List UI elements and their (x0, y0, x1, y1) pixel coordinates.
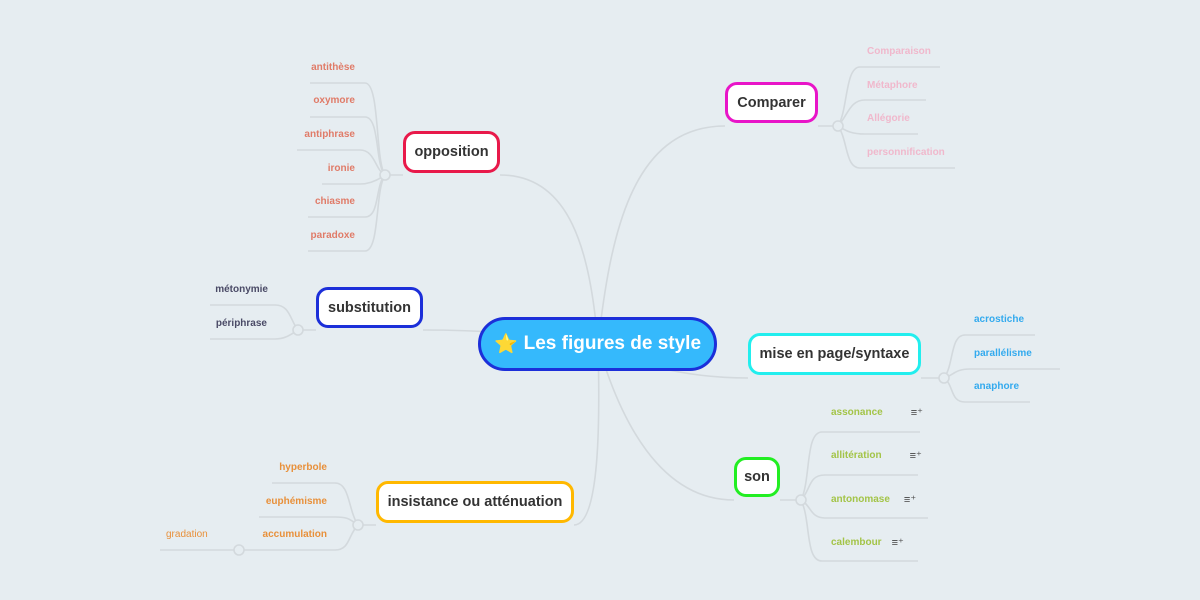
leaf-euphemisme[interactable]: euphémisme (265, 496, 327, 507)
leaf-metonymie[interactable]: métonymie (215, 284, 268, 295)
leaf-accumulation[interactable]: accumulation (262, 529, 327, 540)
central-topic[interactable]: ⭐ Les figures de style (478, 317, 717, 371)
leaf-hyperbole[interactable]: hyperbole (279, 462, 327, 473)
note-icon[interactable]: ≡⁺ (910, 407, 923, 419)
leaf-label: antonomase (831, 494, 890, 505)
leaf-oxymore[interactable]: oxymore (313, 95, 355, 106)
branch-knots (233, 120, 950, 556)
topic-substitution[interactable]: substitution (316, 287, 423, 328)
note-icon[interactable]: ≡⁺ (909, 450, 922, 462)
star-icon: ⭐ (493, 334, 518, 355)
leaf-allegorie[interactable]: Allégorie (867, 113, 910, 124)
leaf-paradoxe[interactable]: paradoxe (310, 230, 355, 241)
leaf-label: allitération (831, 450, 882, 461)
leaf-chiasme[interactable]: chiasme (314, 196, 355, 207)
leaf-acrostiche[interactable]: acrostiche (974, 314, 1025, 325)
leaf-assonance[interactable]: assonance ≡⁺ (831, 406, 923, 419)
leaf-label: calembour (831, 537, 882, 548)
leaf-antithese[interactable]: antithèse (311, 62, 355, 73)
note-icon[interactable]: ≡⁺ (891, 537, 904, 549)
topic-son[interactable]: son (734, 457, 780, 497)
leaf-anaphore[interactable]: anaphore (974, 381, 1020, 392)
leaf-metaphore[interactable]: Métaphore (867, 80, 918, 91)
topic-opposition[interactable]: opposition (403, 131, 500, 173)
leaf-alliteration[interactable]: allitération ≡⁺ (831, 449, 922, 462)
leaf-periphrase[interactable]: périphrase (215, 318, 267, 329)
leaf-ironie[interactable]: ironie (327, 163, 355, 174)
leaf-personnification[interactable]: personnification (867, 147, 945, 158)
leaf-parallelisme[interactable]: parallélisme (974, 348, 1032, 359)
leaf-label: assonance (831, 407, 883, 418)
leaf-comparaison[interactable]: Comparaison (867, 46, 931, 57)
note-icon[interactable]: ≡⁺ (903, 494, 917, 506)
leaf-antonomase[interactable]: antonomase ≡⁺ (831, 493, 916, 506)
leaf-gradation[interactable]: gradation (166, 529, 208, 540)
topic-comparer[interactable]: Comparer (725, 82, 818, 123)
topic-insistance[interactable]: insistance ou atténuation (376, 481, 574, 523)
leaf-antiphrase[interactable]: antiphrase (304, 129, 355, 140)
leaf-calembour[interactable]: calembour ≡⁺ (831, 536, 904, 549)
topic-mise-en-page[interactable]: mise en page/syntaxe (748, 333, 921, 375)
